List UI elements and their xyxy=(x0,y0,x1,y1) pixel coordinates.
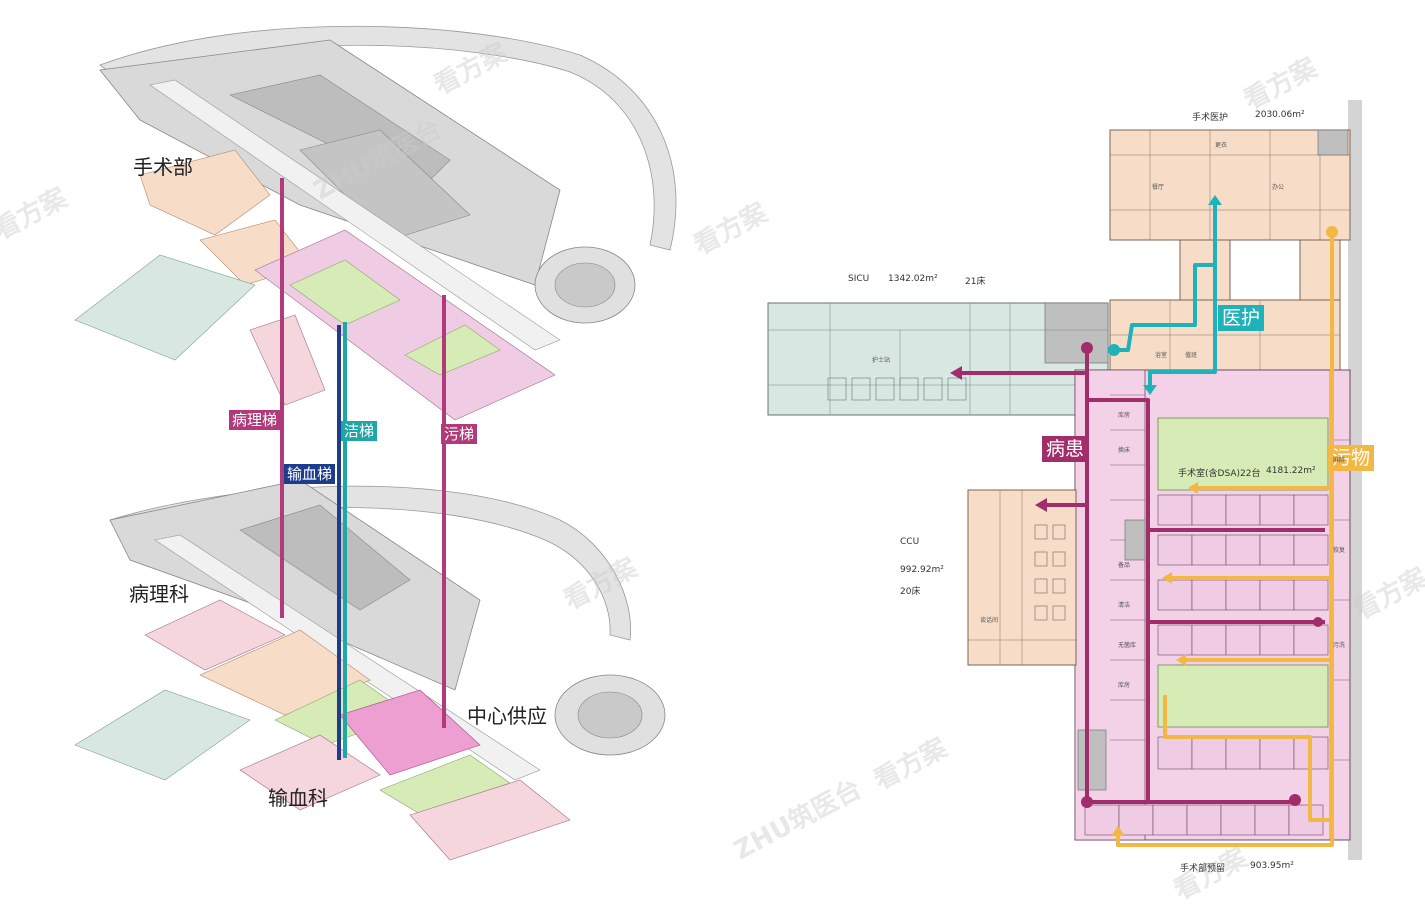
patient-arrow-ccu xyxy=(1035,498,1047,512)
axon-upper-floor xyxy=(74,25,677,421)
room-label: 办公 xyxy=(1272,184,1285,191)
or-area: 4181.22m² xyxy=(1266,466,1316,476)
sicu-beds: 21床 xyxy=(965,277,986,287)
medical-arrow-down xyxy=(1143,385,1157,395)
watermark-text: 看方案 xyxy=(0,182,73,246)
patient-node-bottom-left xyxy=(1081,796,1093,808)
room-label: 餐厅 xyxy=(1152,184,1165,191)
dirty-arrow-c xyxy=(1176,654,1186,666)
clean-lift-tag: 洁梯 xyxy=(341,421,378,441)
medical-flow xyxy=(1110,200,1217,390)
patient-flow xyxy=(960,350,1325,804)
room-label: 麻醉 xyxy=(1333,457,1346,464)
axon-lower-floor xyxy=(74,479,666,861)
floor-plan xyxy=(767,100,1362,860)
patient-node-top xyxy=(1081,342,1093,354)
room-label: 库房 xyxy=(1118,412,1131,419)
sicu-area: 1342.02m² xyxy=(888,274,938,284)
medical-area-value: 2030.06m² xyxy=(1255,110,1305,120)
room-label: 护士站 xyxy=(872,357,891,364)
dirty-arrow-b xyxy=(1162,572,1172,584)
ccu-title: CCU xyxy=(900,537,920,547)
blood-lift-tag: 输血梯 xyxy=(284,464,336,484)
medical-arrow-up xyxy=(1208,195,1222,205)
dirty-flow xyxy=(1116,232,1334,847)
room-label: 换床 xyxy=(1118,447,1131,454)
room-label: 恢复 xyxy=(1333,547,1346,554)
dirty-arrow-d xyxy=(1111,826,1125,836)
room-label: 清洁 xyxy=(1118,602,1131,609)
ccu-area: 992.92m² xyxy=(900,565,944,575)
room-label: 无菌库 xyxy=(1118,642,1137,649)
room-label: 值班 xyxy=(1185,352,1198,359)
watermark-text: ZHU筑医台 xyxy=(729,773,867,866)
room-label: 谈话间 xyxy=(980,617,999,624)
watermark-text: 看方案 xyxy=(1239,52,1323,116)
patient-flow-tag: 病患 xyxy=(1042,436,1089,462)
reserve-title: 手术部预留 xyxy=(1180,864,1226,874)
patient-node-bottom-right xyxy=(1289,794,1301,806)
dirty-lift-tag: 污梯 xyxy=(441,424,478,444)
room-label: 备品 xyxy=(1118,562,1131,569)
medical-node xyxy=(1108,344,1120,356)
or-title: 手术室(含DSA)22台 xyxy=(1178,469,1261,479)
medical-flow-tag: 医护 xyxy=(1218,305,1265,331)
room-label: 库房 xyxy=(1118,682,1131,689)
ccu-beds: 20床 xyxy=(900,587,921,597)
central-supply-label: 中心供应 xyxy=(467,704,547,728)
medical-area-title: 手术医护 xyxy=(1192,113,1229,123)
patient-node-right xyxy=(1313,617,1323,627)
reserve-area: 903.95m² xyxy=(1250,861,1294,871)
room-label: 污洗 xyxy=(1333,642,1346,649)
sicu-title: SICU xyxy=(848,274,870,284)
dirty-node-top xyxy=(1326,226,1338,238)
room-label: 浴室 xyxy=(1155,352,1168,359)
patient-arrow-left xyxy=(950,366,962,380)
watermark-text: 看方案 xyxy=(869,732,953,796)
dirty-arrow-a xyxy=(1188,482,1198,494)
pathology-dept-label: 病理科 xyxy=(129,582,189,606)
dirty-flow-tag: 污物 xyxy=(1328,445,1375,471)
room-label: 更衣 xyxy=(1215,142,1228,149)
watermark-text: 看方案 xyxy=(689,197,773,261)
pathology-lift-tag: 病理梯 xyxy=(229,410,281,430)
surgery-dept-label: 手术部 xyxy=(133,155,193,179)
blood-dept-label: 输血科 xyxy=(268,786,328,810)
